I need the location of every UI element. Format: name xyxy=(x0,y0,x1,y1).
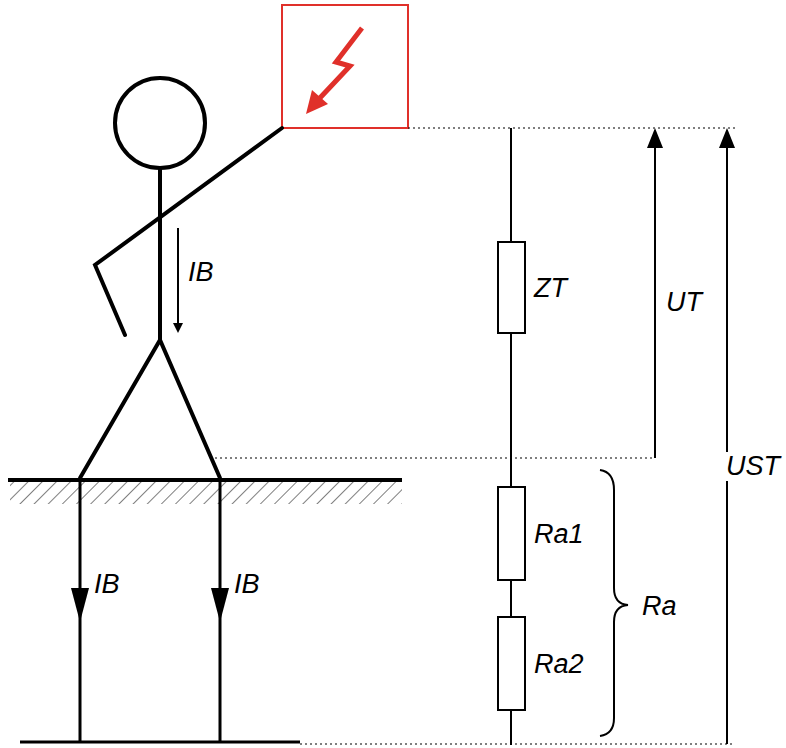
ground-line xyxy=(8,478,402,482)
reference-lines xyxy=(215,128,735,744)
current-arrowhead xyxy=(211,588,229,622)
resistor-symbol xyxy=(498,487,525,580)
voltage-arrowhead xyxy=(647,128,663,148)
brace xyxy=(600,470,628,736)
voltage-label: UT xyxy=(664,288,704,317)
resistor-symbol xyxy=(498,617,525,710)
lightning-head xyxy=(306,90,328,114)
voltage-arrowhead xyxy=(719,128,735,148)
current-arrowhead xyxy=(71,588,89,622)
voltage-arrow xyxy=(654,142,656,458)
lightning-bolt xyxy=(318,28,362,100)
ground-hatch xyxy=(10,482,402,504)
current-label: IB xyxy=(92,570,122,599)
current-label: IB xyxy=(232,570,262,599)
hazard-box xyxy=(282,5,408,128)
resistor-symbol xyxy=(498,242,525,333)
person-figure xyxy=(80,78,282,478)
voltage-arrow xyxy=(726,142,728,744)
earth-line xyxy=(20,741,300,744)
current-arrow xyxy=(177,228,179,328)
resistance-label: Ra1 xyxy=(532,520,586,549)
impedance-label: ZT xyxy=(532,274,569,303)
resistance-label: Ra xyxy=(640,592,679,621)
current-label: IB xyxy=(186,258,216,287)
resistance-label: Ra2 xyxy=(532,650,586,679)
voltage-label: UST xyxy=(724,452,782,481)
